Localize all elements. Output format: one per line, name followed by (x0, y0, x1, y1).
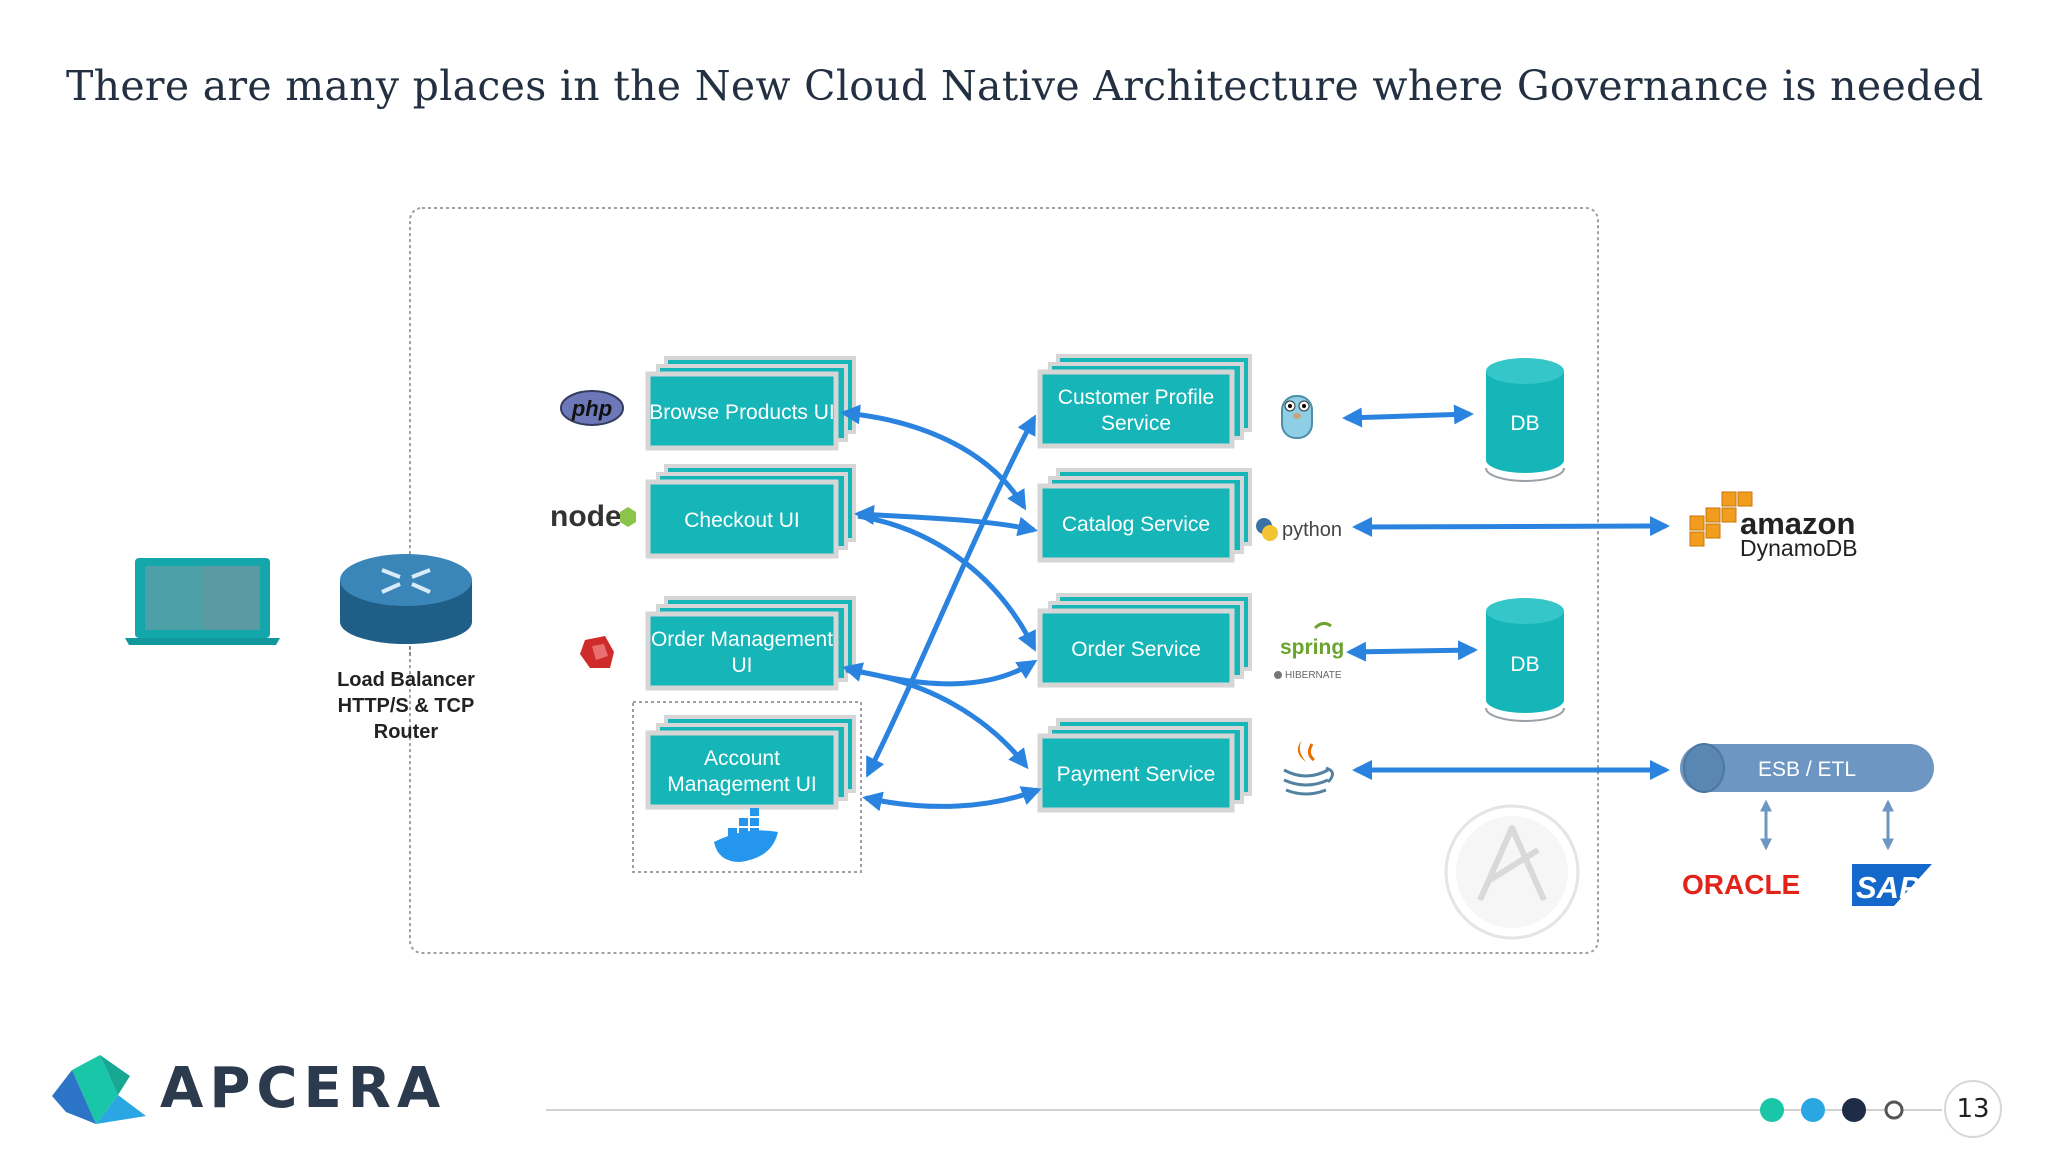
arrow-account-customer-profile (865, 414, 1037, 778)
ui-service-box-4-label: Management UI (667, 773, 816, 796)
backend-service-box-2: Catalog Service (1037, 468, 1252, 563)
backend-service-box-1-label: Customer Profile (1058, 386, 1214, 409)
platform-boundary (409, 207, 1599, 954)
ruby-icon (580, 636, 614, 668)
progress-dot (1842, 1098, 1866, 1122)
apcera-logo-icon (52, 1055, 146, 1124)
ui-service-box-3-label: UI (732, 654, 753, 677)
svg-text:HIBERNATE: HIBERNATE (1285, 670, 1342, 681)
docker-icon (714, 808, 778, 862)
ui-service-box-2: Checkout UI (645, 464, 856, 559)
backend-service-box-4-label: Payment Service (1057, 763, 1216, 786)
arrow-checkout-order (857, 513, 1037, 652)
progress-dots (1760, 1098, 1904, 1122)
svg-text:ESB / ETL: ESB / ETL (1758, 758, 1856, 781)
db2-label: DB (1510, 653, 1539, 676)
slide-title: There are many places in the New Cloud N… (66, 62, 1984, 110)
load-balancer-label-line: Router (374, 721, 439, 743)
backend-service-box-3: Order Service (1037, 593, 1252, 688)
ui-service-box-4-label: Account (704, 747, 780, 770)
docker-group-boundary (632, 701, 862, 873)
load-balancer-label-line: HTTP/S & TCP (338, 695, 475, 717)
python-icon: python (1256, 518, 1342, 541)
svg-text:SAP: SAP (1856, 870, 1920, 905)
apcera-wordmark: APCERA (160, 1056, 447, 1121)
database-2: DB (1485, 598, 1565, 722)
arrow-spring-db2 (1346, 640, 1478, 662)
go-gopher-icon (1281, 395, 1313, 439)
nodejs-icon: node (550, 500, 636, 533)
progress-dot (1801, 1098, 1825, 1122)
arrow-gopher-db1 (1342, 404, 1474, 428)
svg-text:spring: spring (1280, 636, 1344, 659)
oracle-logo: ORACLE (1682, 869, 1800, 900)
ui-service-box-1-label: Browse Products UI (649, 401, 835, 424)
esb-etl-pipe: ESB / ETL (1680, 743, 1934, 793)
spring-hibernate-icon: spring HIBERNATE (1274, 621, 1344, 681)
db1-label: DB (1510, 412, 1539, 435)
ui-service-box-2-label: Checkout UI (684, 509, 800, 532)
svg-text:python: python (1282, 519, 1342, 541)
backend-service-box-4: Payment Service (1037, 718, 1252, 813)
svg-text:amazon: amazon (1740, 506, 1855, 541)
svg-text:node: node (550, 500, 622, 533)
backend-service-box-3-label: Order Service (1071, 638, 1201, 661)
router-icon (340, 554, 472, 655)
ui-service-box-3-label: Order Management (651, 628, 833, 651)
arrow-account-payment (862, 786, 1042, 812)
java-icon (1283, 740, 1334, 796)
page-number: 13 (1944, 1080, 2002, 1138)
amazon-dynamodb-logo: amazon DynamoDB (1689, 491, 1858, 561)
laptop-icon (125, 558, 280, 645)
backend-service-box-1-label: Service (1101, 412, 1171, 435)
backend-service-box-2-label: Catalog Service (1062, 513, 1210, 536)
svg-text:DynamoDB: DynamoDB (1740, 535, 1858, 561)
svg-text:php: php (571, 396, 612, 421)
database-1: DB (1485, 358, 1565, 482)
load-balancer-label-line: Load Balancer (337, 669, 475, 691)
arrow-python-dynamodb (1352, 516, 1670, 537)
php-icon: php (560, 390, 624, 426)
ui-service-box-1: Browse Products UI (645, 356, 856, 451)
progress-dot (1884, 1100, 1904, 1120)
sap-logo: SAP (1852, 864, 1932, 906)
apcera-watermark-icon (1444, 804, 1580, 940)
progress-dot (1760, 1098, 1784, 1122)
